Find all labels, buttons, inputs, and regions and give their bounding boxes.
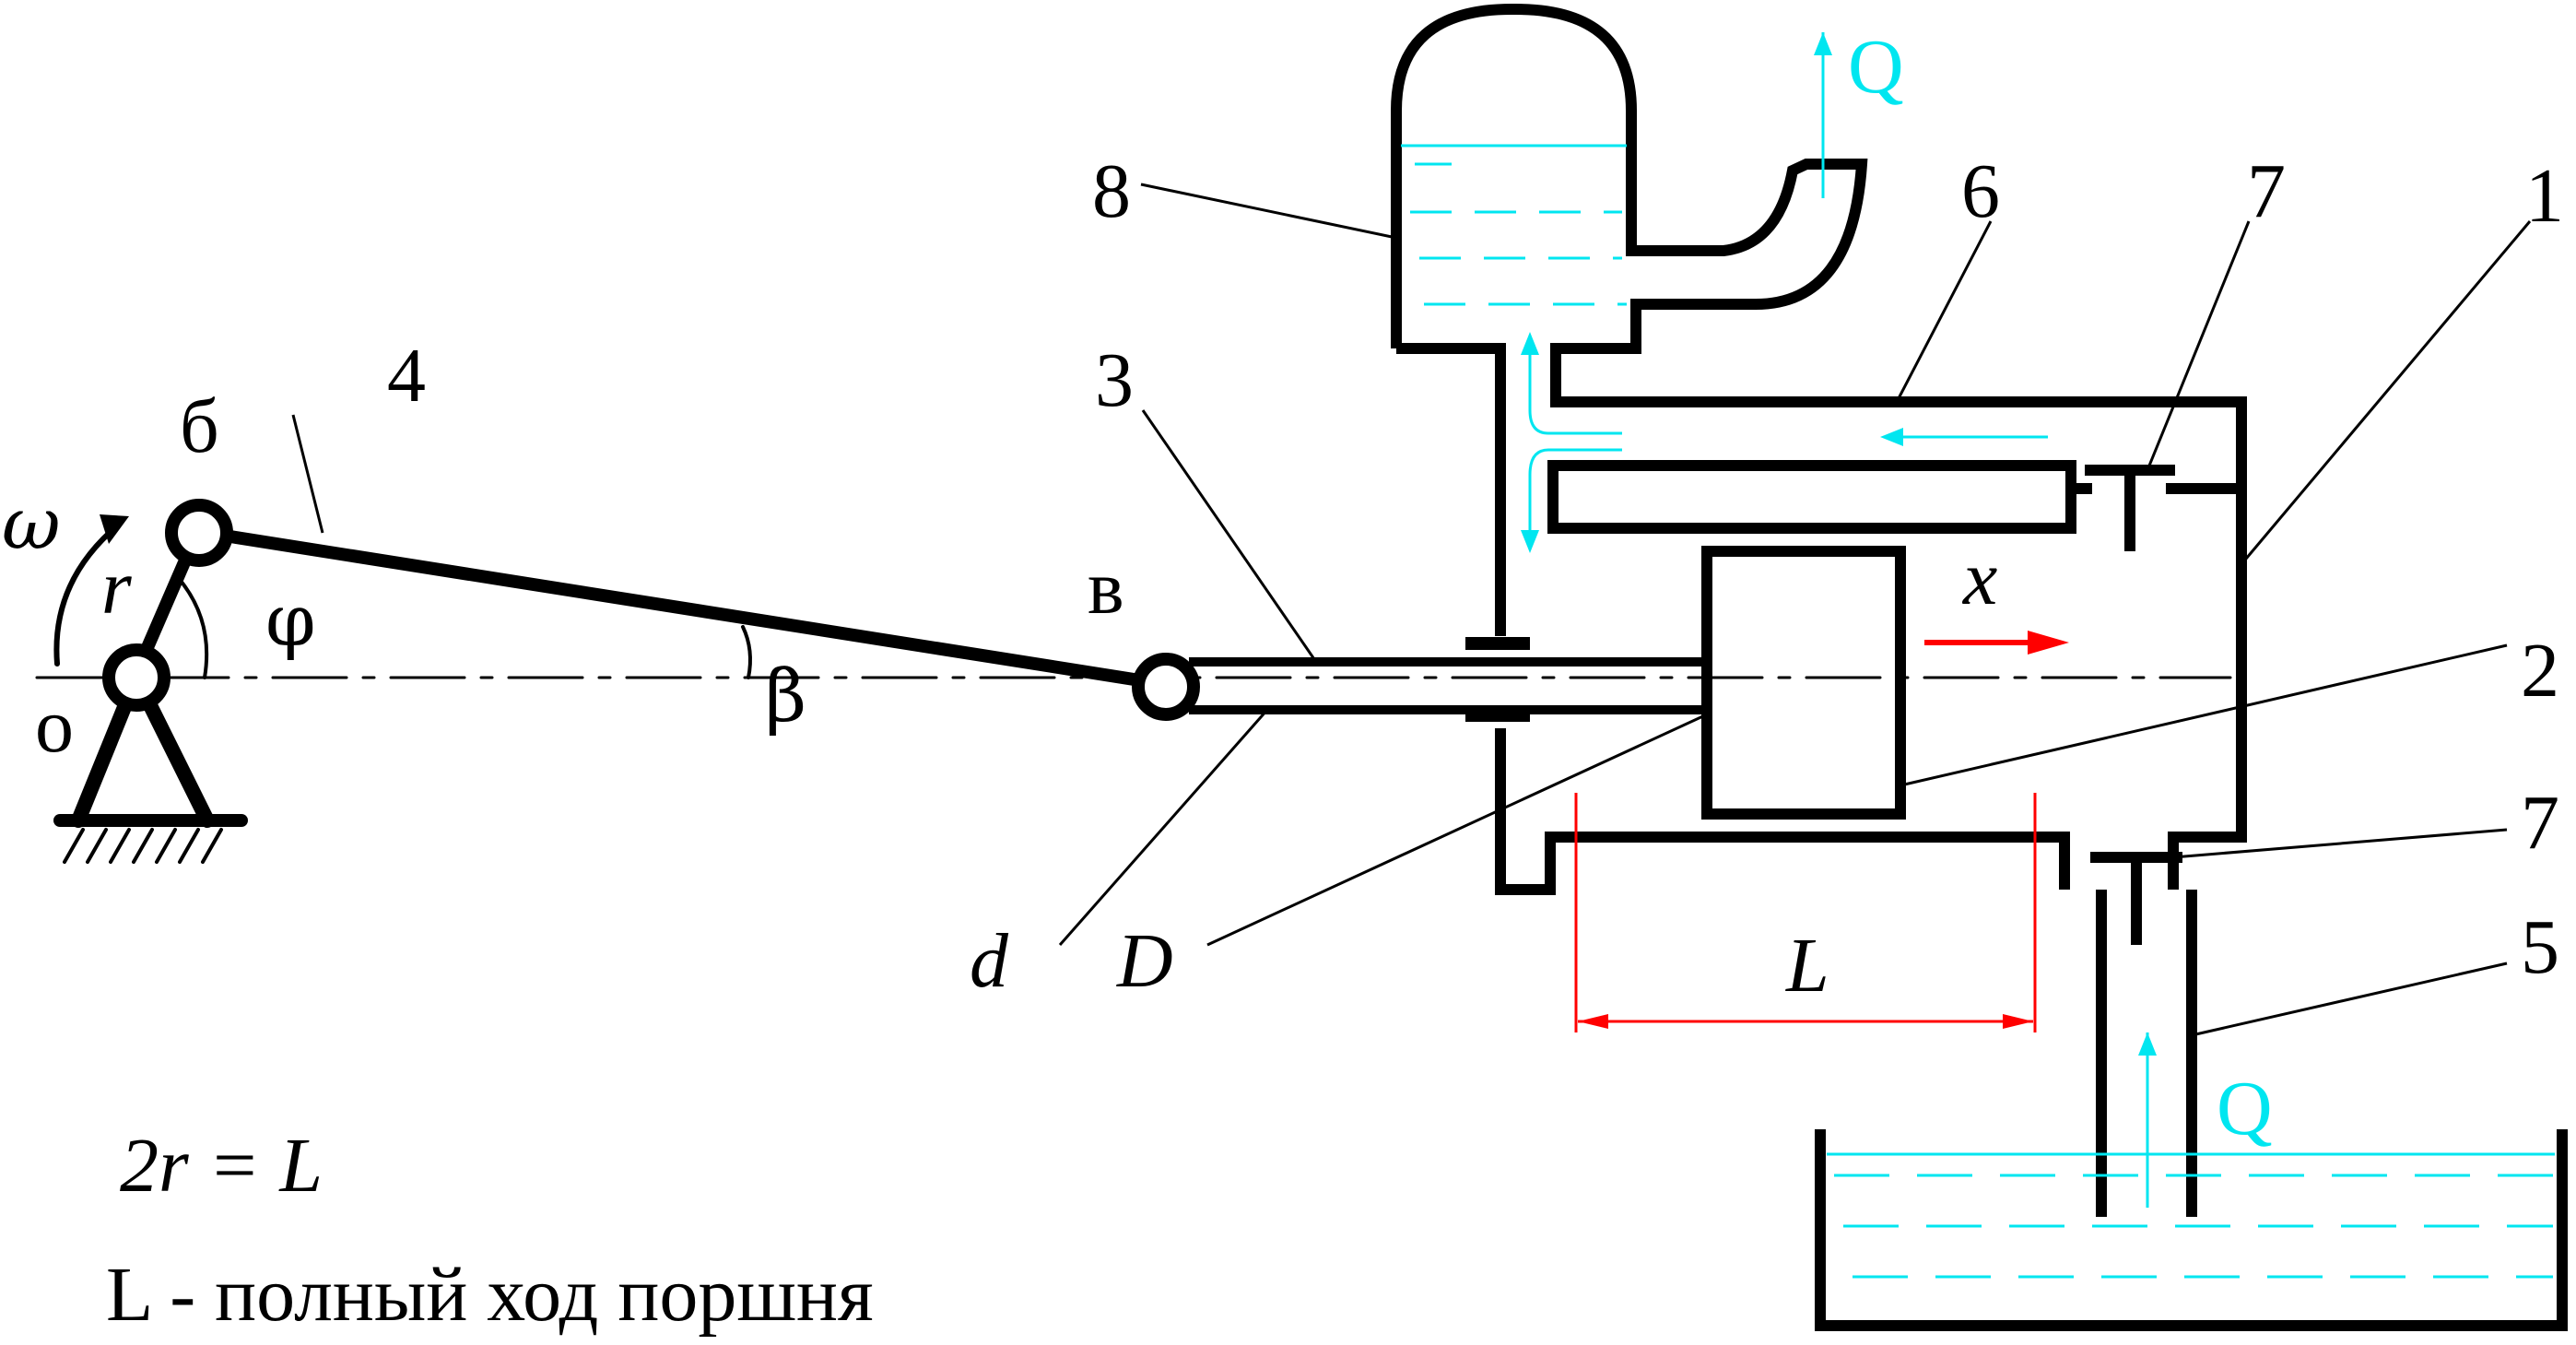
- ground-hatch: [63, 828, 223, 864]
- joint-o: [102, 643, 171, 712]
- air-chamber: [1391, 4, 1868, 364]
- label-7-bottom: 7: [2521, 780, 2559, 866]
- symbol-phi: φ: [265, 580, 316, 663]
- joint-v: [1132, 653, 1200, 721]
- number-labels: 1 2 3 4 5 6 7 7 8: [387, 148, 2564, 990]
- reservoir: [1815, 1129, 2568, 1331]
- label-7-top: 7: [2247, 148, 2286, 234]
- label-5: 5: [2521, 904, 2559, 990]
- label-6: 6: [1961, 148, 2000, 234]
- symbol-Q-top: Q: [1848, 24, 1904, 110]
- joint-b: [165, 499, 233, 567]
- symbol-omega: ω: [2, 483, 61, 566]
- cylinder-body: [1465, 364, 2247, 1217]
- label-4: 4: [387, 333, 426, 419]
- label-8: 8: [1092, 148, 1131, 234]
- connecting-rod: [194, 525, 1170, 690]
- notes: 2r = L L - полный ход поршня: [106, 1123, 874, 1338]
- symbol-x: x: [1961, 536, 1997, 621]
- label-1: 1: [2525, 153, 2564, 239]
- point-b: б: [180, 383, 219, 469]
- label-2: 2: [2521, 628, 2559, 714]
- symbol-d: d: [970, 918, 1009, 1004]
- symbol-Q-bottom: Q: [2217, 1066, 2273, 1151]
- piston: [1701, 546, 1906, 820]
- water-lines: [1401, 32, 2555, 1279]
- crank-mechanism: [35, 499, 2232, 864]
- water-arrows: [1521, 32, 2157, 1056]
- beta-arc: [741, 625, 752, 679]
- point-v: в: [1088, 545, 1124, 631]
- symbol-r: r: [101, 545, 132, 631]
- symbol-L: L: [1785, 923, 1829, 1009]
- dimension-arrows: [1578, 631, 2069, 1029]
- note-relation: 2r = L: [120, 1123, 323, 1209]
- piston-rod: [1189, 657, 1710, 714]
- symbol-D: D: [1116, 918, 1173, 1004]
- omega-arrowhead: [100, 514, 129, 544]
- omega-arc: [53, 521, 123, 667]
- dimension-L: [1574, 793, 2037, 1032]
- label-3: 3: [1095, 337, 1134, 423]
- symbol-labels: ω r φ β d D L x Q Q: [2, 24, 2273, 1151]
- point-o: o: [35, 683, 74, 769]
- point-labels: o б в: [35, 383, 1124, 769]
- note-definition: L - полный ход поршня: [106, 1252, 874, 1338]
- phi-arc: [179, 579, 209, 679]
- leader-lines: [291, 183, 2532, 1037]
- symbol-beta: β: [765, 655, 806, 738]
